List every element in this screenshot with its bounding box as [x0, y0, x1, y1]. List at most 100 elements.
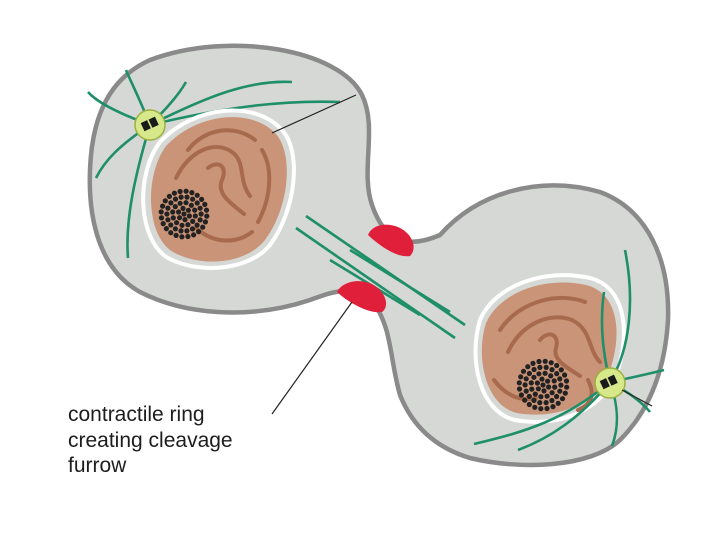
chromatin-dot	[190, 226, 195, 231]
chromatin-dot	[543, 371, 548, 376]
chromatin-dot	[174, 233, 179, 238]
chromatin-dot	[161, 221, 166, 226]
chromatin-dot	[519, 392, 524, 397]
chromatin-dot	[193, 213, 198, 218]
chromatin-dot	[189, 190, 194, 195]
chromatin-dot	[550, 404, 555, 409]
chromatin-dot	[517, 380, 522, 385]
chromatin-dot	[168, 222, 173, 227]
chromatin-dot	[549, 360, 554, 365]
chromatin-dot	[179, 234, 184, 239]
top-nucleus	[143, 110, 294, 267]
chromatin-dot	[537, 365, 542, 370]
chromatin-dot	[552, 385, 557, 390]
chromatin-dot	[167, 194, 172, 199]
chromatin-dot	[165, 217, 170, 222]
chromatin-dot	[546, 384, 551, 389]
chromatin-dot	[198, 206, 203, 211]
chromatin-dot	[159, 209, 164, 214]
chromatin-dot	[172, 191, 177, 196]
chromatin-dot	[196, 229, 201, 234]
chromatin-dot	[537, 400, 542, 405]
chromatin-dot	[198, 217, 203, 222]
chromatin-dot	[552, 378, 557, 383]
chromatin-dot	[189, 203, 194, 208]
chromatin-dot	[178, 228, 183, 233]
chromatin-dot	[558, 383, 563, 388]
chromatin-dot	[544, 406, 549, 411]
chromatin-dot	[539, 377, 544, 382]
chromatin-dot	[187, 213, 192, 218]
chromatin-dot	[178, 189, 183, 194]
chromatin-dot	[190, 197, 195, 202]
chromatin-dot	[185, 222, 190, 227]
chromatin-dot	[559, 367, 564, 372]
chromatin-dot	[531, 398, 536, 403]
chromatin-dot	[174, 220, 179, 225]
chromatin-dot	[525, 364, 530, 369]
chromatin-dot	[557, 389, 562, 394]
chromatin-dot	[530, 361, 535, 366]
contractile-ring-label: contractile ring creating cleavage furro…	[68, 402, 233, 479]
chromatin-dot	[548, 373, 553, 378]
chromatin-dot	[560, 396, 565, 401]
chromatin-dot	[535, 380, 540, 385]
chromatin-dot	[554, 394, 559, 399]
chromatin-dot	[536, 386, 541, 391]
chromatin-dot	[164, 211, 169, 216]
chromatin-dot	[550, 390, 555, 395]
chromatin-dot	[557, 376, 562, 381]
chromatin-dot	[195, 223, 200, 228]
chromatin-dot	[173, 204, 178, 209]
label-line-3: furrow	[68, 453, 233, 479]
chromatin-dot	[536, 359, 541, 364]
chromatin-dot	[545, 379, 550, 384]
label-line-2: creating cleavage	[68, 428, 233, 454]
bottom-centrosome	[595, 368, 625, 398]
chromatin-dot	[524, 376, 529, 381]
chromatin-dot	[202, 202, 207, 207]
chromatin-dot	[183, 200, 188, 205]
chromatin-dot	[184, 189, 189, 194]
chromatin-dot	[173, 226, 178, 231]
chromatin-dot	[521, 369, 526, 374]
chromatin-dot	[562, 372, 567, 377]
chromatin-dot	[529, 387, 534, 392]
chromatin-dot	[178, 201, 183, 206]
chromatin-dot	[181, 211, 186, 216]
chromatin-dot	[204, 208, 209, 213]
chromatin-dot	[541, 388, 546, 393]
chromatin-dot	[533, 392, 538, 397]
chromatin-dot	[179, 223, 184, 228]
chromatin-dot	[549, 398, 554, 403]
chromatin-dot	[176, 209, 181, 214]
chromatin-dot	[190, 219, 195, 224]
chromatin-dot	[164, 226, 169, 231]
chromatin-dot	[544, 400, 549, 405]
chromatin-dot	[527, 371, 532, 376]
chromatin-dot	[165, 206, 170, 211]
chromatin-dot	[185, 234, 190, 239]
chromatin-dot	[527, 402, 532, 407]
chromatin-dot	[518, 374, 523, 379]
chromatin-dot	[168, 200, 173, 205]
chromatin-dot	[184, 228, 189, 233]
chromatin-dot	[563, 391, 568, 396]
chromatin-dot	[529, 380, 534, 385]
chromatin-dot	[549, 367, 554, 372]
chromatin-dot	[177, 215, 182, 220]
chromatin-dot	[199, 211, 204, 216]
chromatin-dot	[200, 225, 205, 230]
chromatin-dot	[195, 193, 200, 198]
chromatin-dot	[179, 195, 184, 200]
label-line-1: contractile ring	[68, 402, 233, 428]
chromatin-dot	[173, 197, 178, 202]
chromatin-dot	[527, 394, 532, 399]
chromatin-dot	[532, 405, 537, 410]
chromatin-dot	[191, 232, 196, 237]
chromatin-dot	[159, 215, 164, 220]
chromatin-dot	[556, 401, 561, 406]
chromatin-dot	[171, 215, 176, 220]
chromatin-dot	[564, 378, 569, 383]
